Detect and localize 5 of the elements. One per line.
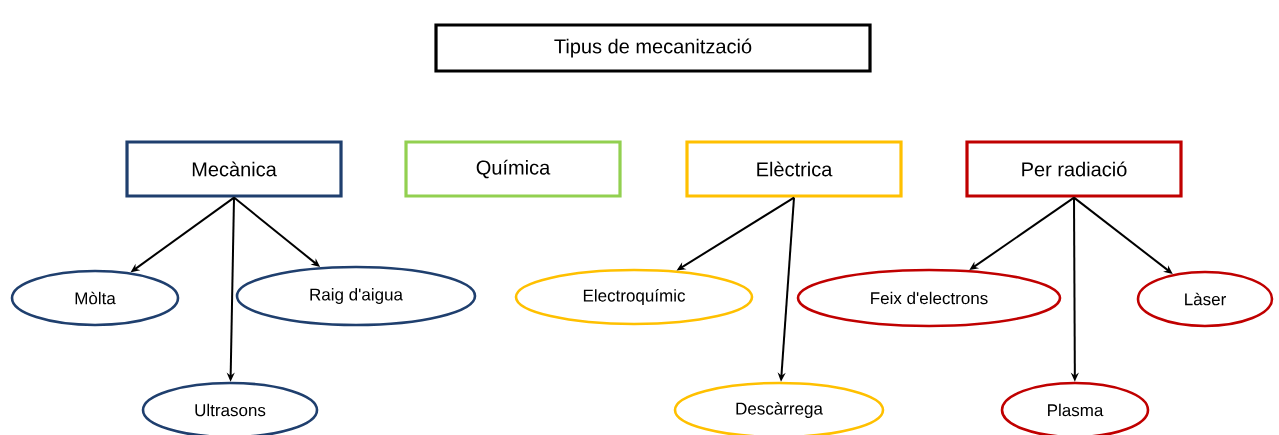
category-box: Mecànica (125, 140, 343, 198)
category-box: Química (404, 140, 622, 198)
title-box: Tipus de mecanització (434, 23, 872, 73)
category-box: Elèctrica (685, 140, 903, 198)
category-box: Per radiació (965, 140, 1183, 198)
